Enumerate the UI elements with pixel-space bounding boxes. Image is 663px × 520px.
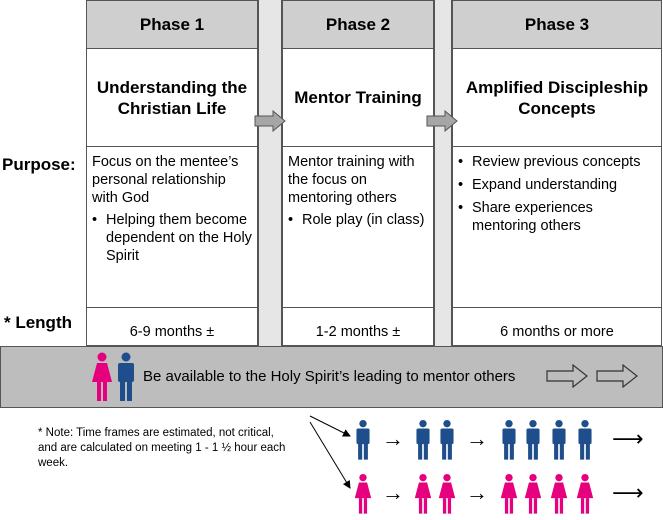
time-frame-note: * Note: Time frames are estimated, not c…: [38, 427, 286, 469]
woman-icon: [550, 473, 568, 514]
outline-arrow-icon: [596, 364, 638, 388]
column-gap-2: [434, 0, 452, 346]
man-icon: [578, 419, 592, 460]
arrow-right-icon: ⟶: [612, 426, 644, 451]
phase-2-bullet: • Role play (in class): [288, 211, 428, 229]
block-arrow-icon: [426, 110, 458, 132]
man-icon: [440, 419, 454, 460]
bullet-dot-icon: •: [92, 212, 98, 228]
man-icon: [118, 352, 134, 401]
bullet-dot-icon: •: [458, 177, 464, 193]
phase-1-purpose: Focus on the mentee’s personal relations…: [87, 147, 257, 308]
woman-icon: [414, 473, 432, 514]
banner-text: Be available to the Holy Spirit’s leadin…: [143, 368, 516, 385]
phase-3-bullet-text-3: Share experiences mentoring others: [472, 200, 593, 234]
phase-3-bullet-3: • Share experiences mentoring others: [458, 199, 656, 235]
column-gap-1: [258, 0, 282, 346]
phase-1-length: 6-9 months ±: [129, 323, 215, 340]
phase-2-intro: Mentor training with the focus on mentor…: [288, 154, 415, 206]
outline-arrow-icon: [546, 364, 588, 388]
bullet-dot-icon: •: [458, 154, 464, 170]
phase-2-purpose: Mentor training with the focus on mentor…: [283, 147, 433, 308]
arrow-right-icon: →: [466, 426, 488, 451]
length-row-label: * Length: [4, 313, 72, 332]
bullet-dot-icon: •: [458, 200, 464, 216]
phase-3-length: 6 months or more: [500, 323, 614, 340]
phase-2-length: 1-2 months ±: [315, 323, 401, 340]
phase-2-column: Phase 2 Mentor Training Mentor training …: [282, 0, 434, 346]
man-icon: [502, 419, 516, 460]
phase-3-bullet-text-1: Review previous concepts: [472, 154, 641, 170]
bullet-dot-icon: •: [288, 212, 294, 228]
diagonal-arrows: [309, 415, 351, 489]
arrow-right-icon: →: [382, 480, 404, 505]
phase-1-bullet-text: Helping them become dependent on the Hol…: [106, 212, 252, 264]
woman-icon: [92, 352, 112, 401]
arrow-right-icon: →: [382, 426, 404, 451]
purpose-row-label: Purpose:: [2, 155, 76, 174]
woman-icon: [438, 473, 456, 514]
phase-3-bullet-2: • Expand understanding: [458, 176, 656, 194]
arrow-right-icon: ⟶: [612, 480, 644, 505]
phase-1-bullet: • Helping them become dependent on the H…: [92, 211, 252, 265]
phase-1-column: Phase 1 Understanding the Christian Life…: [86, 0, 258, 346]
phase-3-title: Amplified Discipleship Concepts: [453, 49, 661, 147]
phase-1-header: Phase 1: [87, 1, 257, 49]
phase-3-header: Phase 3: [453, 1, 661, 49]
woman-icon: [354, 473, 372, 514]
woman-icon: [576, 473, 594, 514]
phase-3-column: Phase 3 Amplified Discipleship Concepts …: [452, 0, 662, 346]
phase-3-bullet-1: • Review previous concepts: [458, 153, 656, 171]
woman-icon: [524, 473, 542, 514]
man-icon: [416, 419, 430, 460]
block-arrow-icon: [254, 110, 286, 132]
phase-3-purpose: • Review previous concepts • Expand unde…: [453, 147, 661, 308]
phase-1-title: Understanding the Christian Life: [87, 49, 257, 147]
phase-3-bullet-text-2: Expand understanding: [472, 177, 618, 193]
phase-1-intro: Focus on the mentee’s personal relations…: [92, 154, 239, 206]
phase-2-title: Mentor Training: [283, 49, 433, 147]
woman-icon: [500, 473, 518, 514]
phase-2-header: Phase 2: [283, 1, 433, 49]
phase-2-bullet-text: Role play (in class): [302, 212, 425, 228]
arrow-right-icon: →: [466, 480, 488, 505]
man-icon: [356, 419, 370, 460]
man-icon: [526, 419, 540, 460]
man-icon: [552, 419, 566, 460]
